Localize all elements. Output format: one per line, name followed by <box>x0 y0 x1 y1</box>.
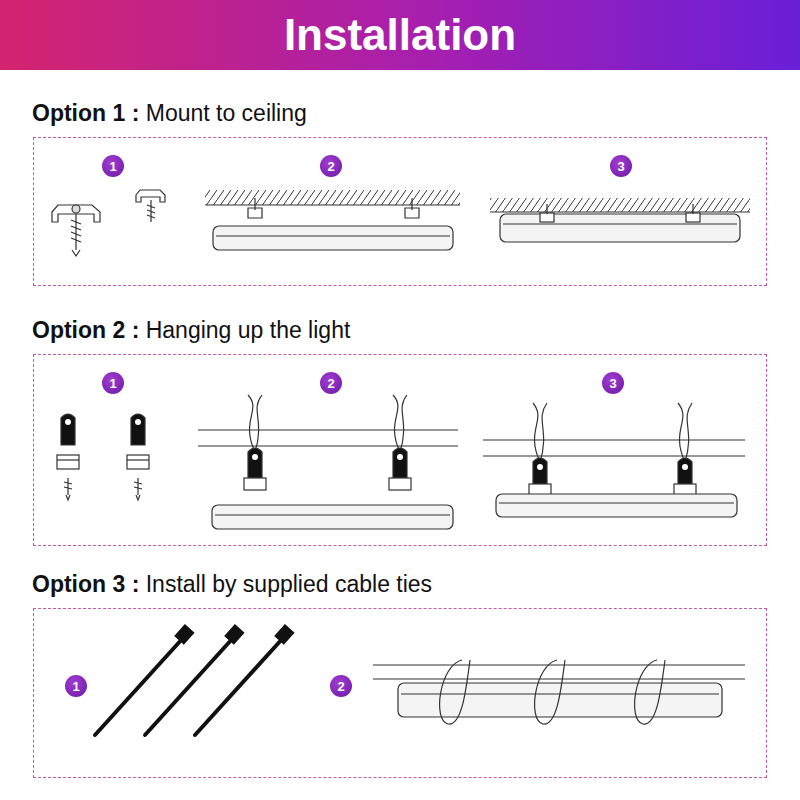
ceiling-clip <box>52 190 165 256</box>
option-description: Install by supplied cable ties <box>146 571 432 597</box>
option-panel: Option 2 : Hanging up the light123 <box>33 354 767 546</box>
callout-number: 1 <box>109 376 116 391</box>
title: Installation <box>0 0 800 70</box>
callout-number: 2 <box>327 376 334 391</box>
step-number: 2 <box>320 372 342 394</box>
option-description: Hanging up the light <box>146 317 351 343</box>
step-number: 1 <box>102 372 124 394</box>
option-label: Option 1 : <box>32 100 139 126</box>
option-heading: Option 3 : Install by supplied cable tie… <box>32 571 432 598</box>
option-label: Option 2 : <box>32 317 139 343</box>
callout-number: 1 <box>109 159 116 174</box>
option-label: Option 3 : <box>32 571 139 597</box>
hanging-bracket <box>57 414 149 500</box>
step-number: 3 <box>610 155 632 177</box>
option-panel: Option 1 : Mount to ceiling123 <box>33 137 767 286</box>
hanging-step2 <box>198 395 458 529</box>
callout-number: 3 <box>609 376 616 391</box>
ceiling-clip-step3 <box>490 198 750 242</box>
callout-number: 3 <box>617 159 624 174</box>
ceiling-clip-step2 <box>205 190 460 250</box>
cable-tie <box>95 627 292 735</box>
option-panel: Option 3 : Install by supplied cable tie… <box>33 608 767 778</box>
callout-number: 2 <box>327 159 334 174</box>
option-description: Mount to ceiling <box>146 100 307 126</box>
cable-tie-step2 <box>373 660 745 724</box>
option-heading: Option 1 : Mount to ceiling <box>32 100 307 127</box>
callout-number: 1 <box>72 679 79 694</box>
step-number: 2 <box>330 675 352 697</box>
step-number: 2 <box>320 155 342 177</box>
option-heading: Option 2 : Hanging up the light <box>32 317 350 344</box>
hanging-step3 <box>483 403 745 517</box>
step-number: 3 <box>602 372 624 394</box>
callout-number: 2 <box>337 679 344 694</box>
step-number: 1 <box>102 155 124 177</box>
step-number: 1 <box>65 675 87 697</box>
